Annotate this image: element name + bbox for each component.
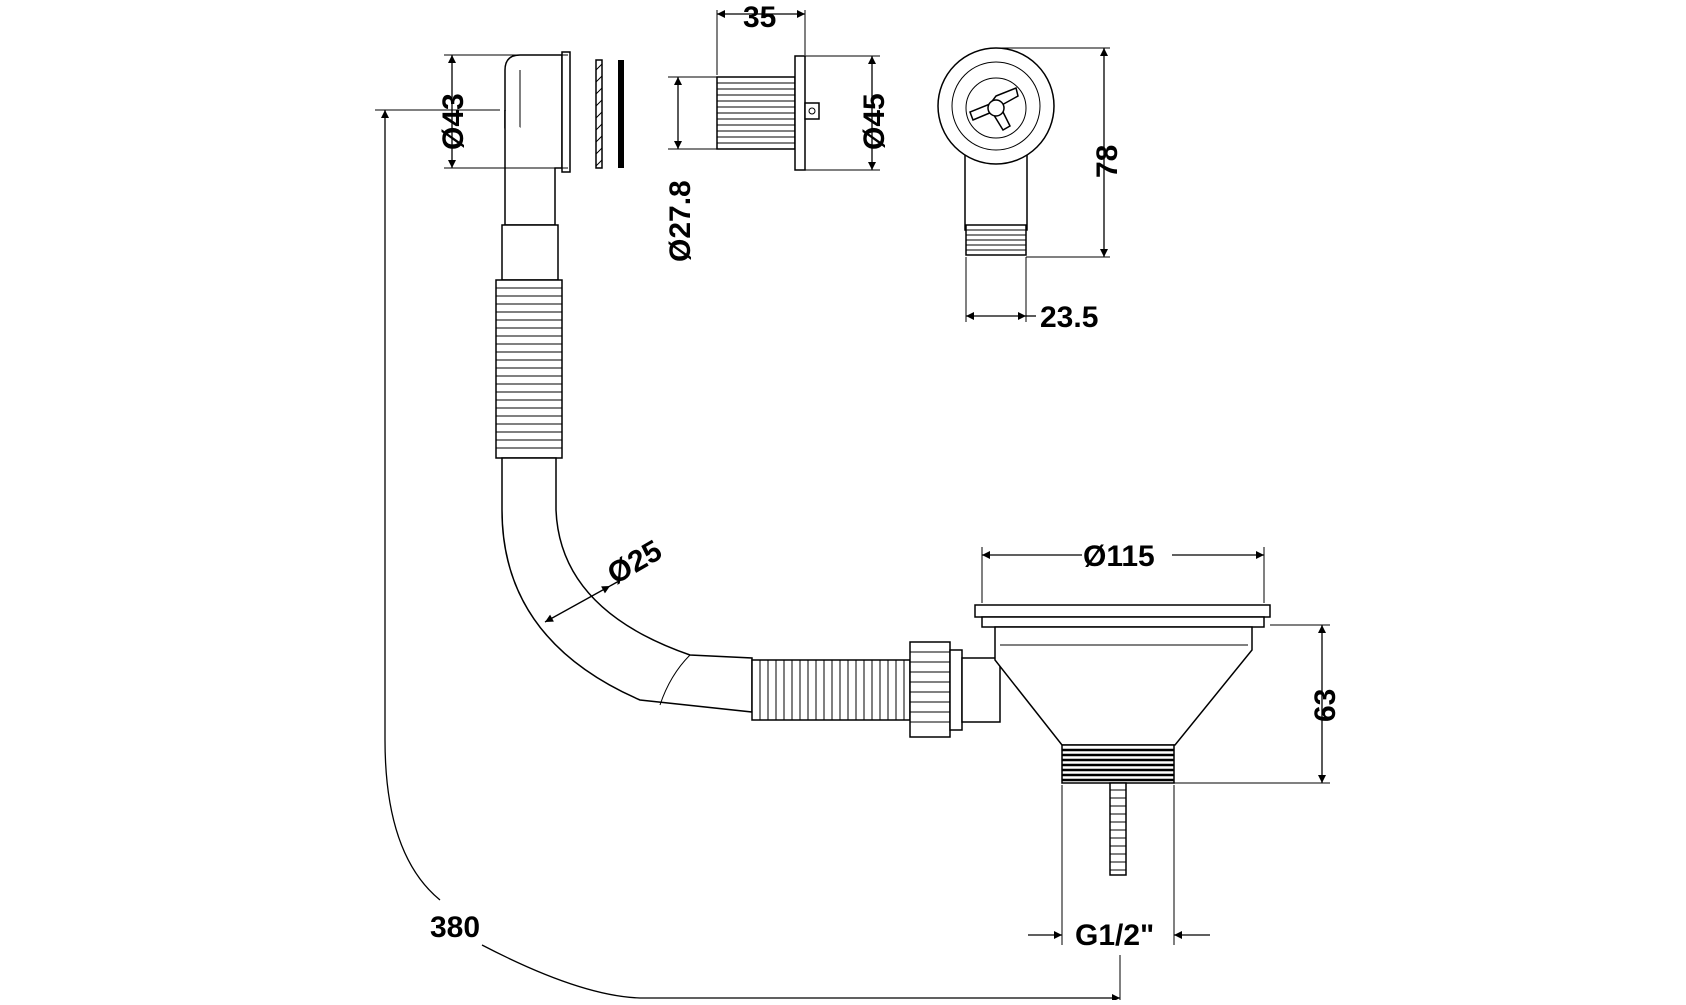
dim-23-5-label: 23.5	[1040, 301, 1098, 334]
dim-d115: Ø115	[981, 540, 1265, 603]
union-nut	[909, 641, 1001, 738]
dim-380-label: 380	[430, 911, 480, 944]
dim-35-label: 35	[743, 1, 776, 34]
dim-78-label: 78	[1091, 145, 1124, 178]
dim-d45: Ø45	[805, 55, 891, 171]
dim-d45-label: Ø45	[858, 93, 891, 150]
overflow-gaskets	[595, 59, 624, 169]
overflow-face-view	[937, 47, 1055, 256]
dim-g1-2-label: G1/2"	[1075, 919, 1154, 952]
dim-d43: Ø43	[437, 54, 568, 169]
dim-d27-8: Ø27.8	[664, 76, 717, 262]
dim-78: 78	[996, 47, 1124, 258]
dim-d25-label: Ø25	[602, 534, 668, 591]
dim-23-5: 23.5	[965, 257, 1098, 334]
dim-d27-8-label: Ø27.8	[664, 180, 697, 262]
flexible-hose	[495, 279, 911, 721]
dim-35: 35	[716, 1, 806, 75]
dim-d43-label: Ø43	[437, 93, 470, 150]
dim-g1-2: G1/2"	[1028, 785, 1210, 952]
dim-63-label: 63	[1309, 689, 1342, 722]
dim-380: 380	[375, 109, 1121, 1002]
dim-d115-label: Ø115	[1083, 540, 1155, 573]
overflow-connector	[716, 55, 820, 171]
overflow-elbow	[501, 51, 571, 281]
dim-63: 63	[1174, 624, 1342, 784]
basket-waste	[974, 604, 1271, 876]
